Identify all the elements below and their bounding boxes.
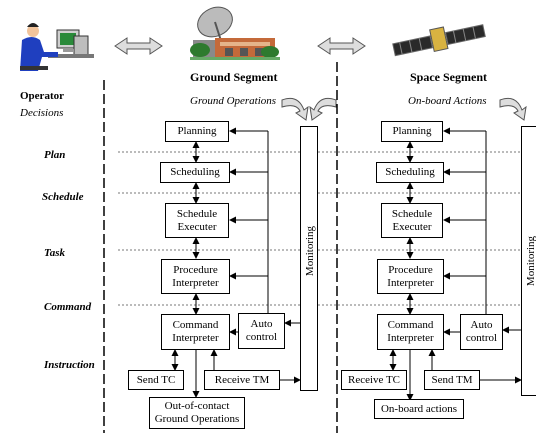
ground-segment-subtitle: Ground Operations <box>190 95 277 107</box>
space-scheduling-box: Scheduling <box>376 162 444 183</box>
box-label: Executer <box>177 220 217 233</box>
double-arrow-icon <box>317 37 366 55</box>
box-label: Planning <box>392 125 432 138</box>
box-label: Interpreter <box>387 332 434 344</box>
box-label: Auto <box>470 319 493 332</box>
ground-segment-title: Ground Segment <box>190 70 278 84</box>
double-arrow-icon <box>114 37 163 55</box>
level-plan: Plan <box>44 149 66 161</box>
ground-planning-box: Planning <box>165 121 229 142</box>
box-label: Executer <box>392 220 432 233</box>
space-monitoring-box <box>521 126 536 396</box>
ground-scheduling-box: Scheduling <box>160 162 230 183</box>
ground-monitoring-box <box>300 126 318 391</box>
operator-title: Operator <box>20 90 64 102</box>
box-label: Send TC <box>136 373 176 386</box>
box-label: control <box>465 332 498 344</box>
operator-subtitle: Decisions <box>20 107 64 119</box>
ground-send-tc-box: Send TC <box>128 370 184 390</box>
space-send-tm-box: Send TM <box>424 370 480 390</box>
level-schedule: Schedule <box>42 191 84 203</box>
box-label: Receive TM <box>214 373 270 386</box>
box-label: Ground Operations <box>154 413 240 425</box>
level-instruction: Instruction <box>44 359 95 371</box>
box-label: Send TM <box>431 373 473 386</box>
curved-arrow-icon <box>499 97 527 121</box>
level-command: Command <box>44 301 92 313</box>
level-task: Task <box>44 247 65 259</box>
box-label: Procedure <box>388 263 433 276</box>
box-label: Interpreter <box>387 276 434 289</box>
box-label: On-board actions <box>380 402 458 415</box>
ground-monitoring-label: Monitoring <box>304 225 316 277</box>
space-segment-subtitle: On-board Actions <box>408 95 487 107</box>
space-segment-title: Space Segment <box>410 70 487 84</box>
box-label: Procedure <box>173 263 218 276</box>
box-label: Out-of-contact <box>164 400 230 413</box>
curved-arrow-icon <box>309 97 337 121</box>
satellite-dish-station-icon <box>190 6 280 60</box>
box-label: Command <box>387 319 434 332</box>
box-label: Interpreter <box>172 332 219 344</box>
space-planning-box: Planning <box>381 121 443 142</box>
box-label: Scheduling <box>385 166 435 179</box>
box-label: Receive TC <box>347 373 401 386</box>
space-receive-tc-box: Receive TC <box>341 370 407 390</box>
box-label: Schedule <box>176 207 218 220</box>
box-label: Interpreter <box>172 276 219 289</box>
box-label: control <box>245 331 278 343</box>
space-monitoring-label: Monitoring <box>525 235 536 287</box>
box-label: Planning <box>177 125 217 138</box>
box-label: Auto <box>250 318 273 331</box>
box-label: Schedule <box>391 207 433 220</box>
space-onboard-actions-box: On-board actions <box>374 399 464 419</box>
satellite-icon <box>392 24 486 57</box>
ground-receive-tm-box: Receive TM <box>204 370 280 390</box>
box-label: Command <box>172 319 219 332</box>
level-lines <box>118 151 536 306</box>
curved-arrow-icon <box>281 97 309 121</box>
operator-workstation-icon <box>20 23 94 71</box>
box-label: Scheduling <box>170 166 220 179</box>
